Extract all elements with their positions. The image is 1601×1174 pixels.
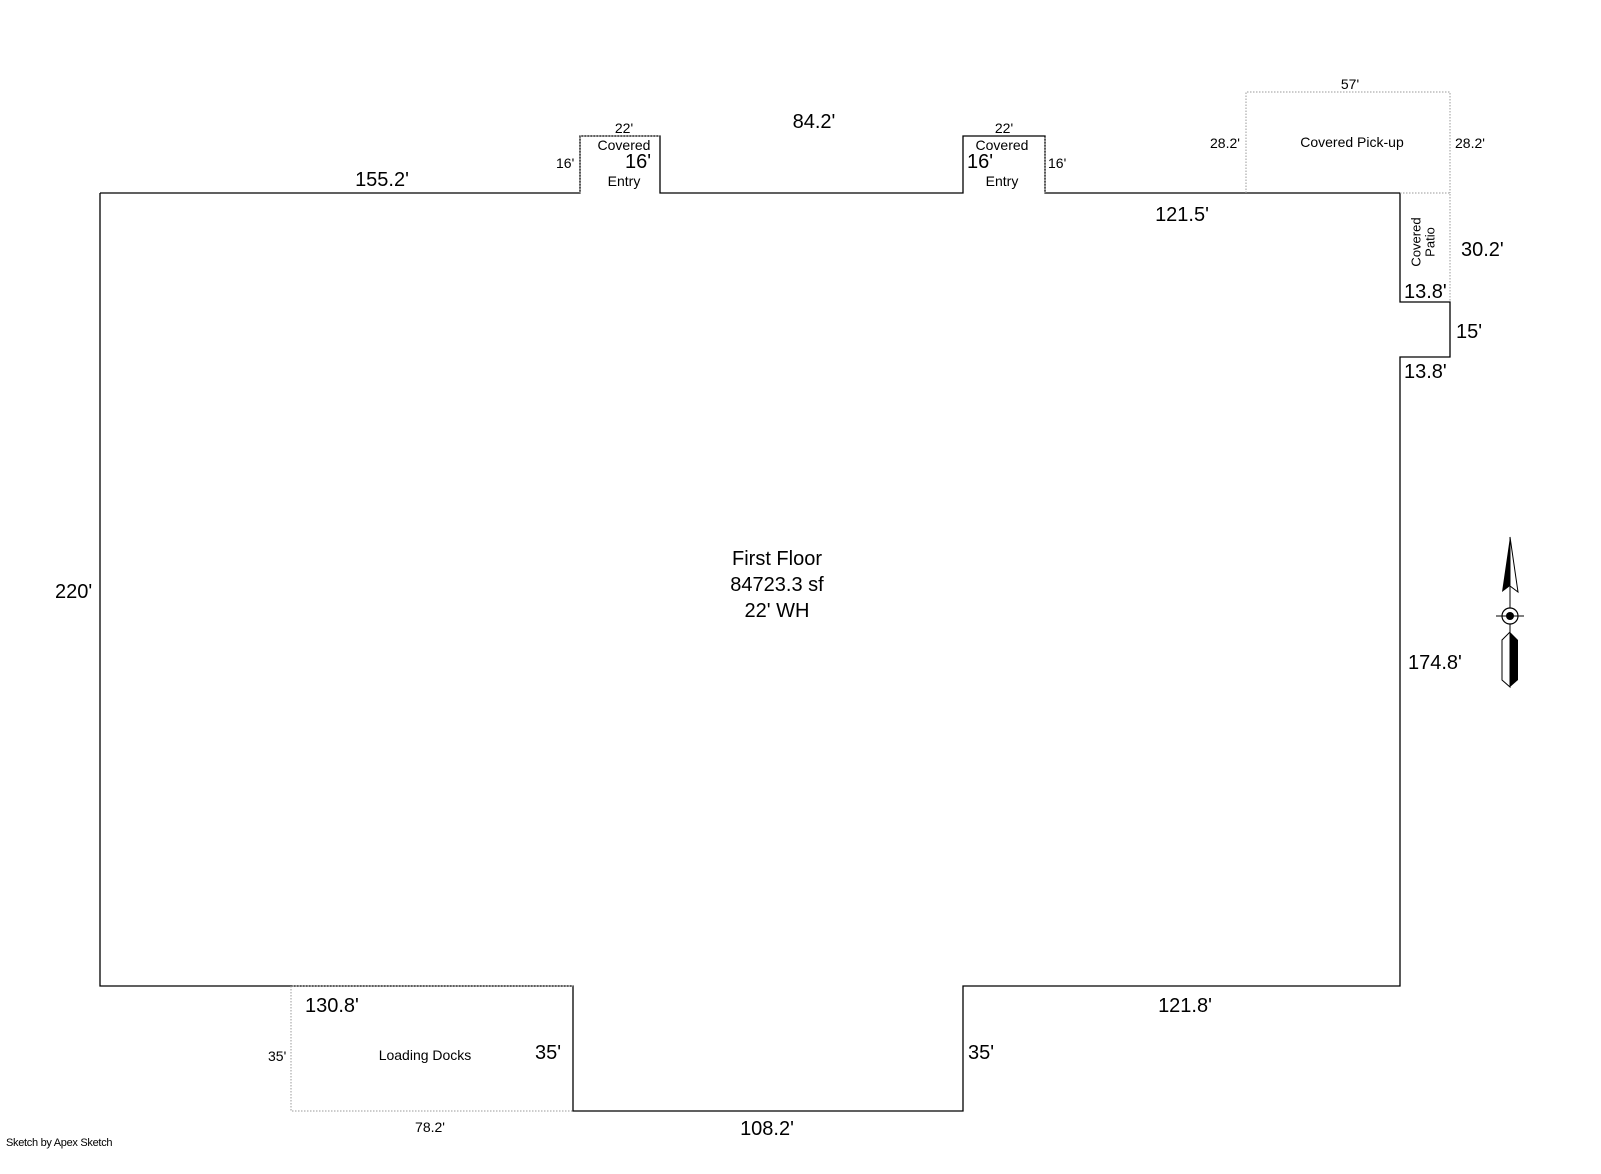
dim-bottom-left: 130.8' xyxy=(305,995,359,1017)
loading-docks-depth: 35' xyxy=(268,1048,287,1064)
covered-entry-left-depth: 16' xyxy=(556,155,575,171)
loading-docks-outline xyxy=(290,985,573,1112)
sketch-credit: Sketch by Apex Sketch xyxy=(6,1137,113,1149)
dim-top-right: 121.5' xyxy=(1155,204,1209,226)
covered-entry-right-label-2: Entry xyxy=(985,173,1019,189)
dim-entry-left-depth: 16' xyxy=(625,151,652,173)
covered-entry-left-label: Covered xyxy=(597,137,651,153)
dim-recess-right: 35' xyxy=(968,1042,995,1064)
covered-patio-label: Covered Patio xyxy=(1408,217,1437,267)
dim-entry-right-depth: 16' xyxy=(967,151,994,173)
area-name: First Floor xyxy=(731,548,822,570)
north-arrow-icon xyxy=(1496,536,1524,689)
covered-patio-label-2: Patio xyxy=(1422,227,1437,257)
first-floor-outline-right xyxy=(99,193,1451,1112)
dim-top-middle: 84.2' xyxy=(792,111,836,133)
dim-right: 174.8' xyxy=(1408,652,1462,674)
loading-docks-label: Loading Docks xyxy=(378,1047,472,1063)
covered-patio-length: 30.2' xyxy=(1461,239,1504,261)
dim-bottom-right: 121.8' xyxy=(1158,995,1212,1017)
covered-entry-right-depth: 16' xyxy=(1048,155,1067,171)
loading-docks-width: 78.2' xyxy=(415,1119,445,1135)
dim-bottom-middle: 108.2' xyxy=(740,1118,794,1140)
dim-notch-side: 15' xyxy=(1456,321,1483,343)
dim-left: 220' xyxy=(55,581,93,603)
dim-notch-top: 13.8' xyxy=(1404,281,1447,303)
area-wall-height: 22' WH xyxy=(744,600,810,622)
covered-pickup-label: Covered Pick-up xyxy=(1300,134,1404,150)
covered-entry-right-label: Covered xyxy=(975,137,1029,153)
covered-entry-left-width: 22' xyxy=(614,120,634,136)
covered-entry-left-label-2: Entry xyxy=(607,173,641,189)
covered-entry-right-width: 22' xyxy=(994,120,1014,136)
dim-recess-left: 35' xyxy=(535,1042,562,1064)
covered-pickup-right-depth: 28.2' xyxy=(1455,135,1485,151)
first-floor-outline xyxy=(100,135,1400,194)
covered-pickup-left-depth: 28.2' xyxy=(1210,135,1240,151)
covered-pickup-width: 57' xyxy=(1340,76,1360,92)
first-floor-label: First Floor 84723.3 sf 22' WH xyxy=(730,546,823,624)
covered-patio-label-1: Covered xyxy=(1408,217,1424,267)
dim-notch-bottom: 13.8' xyxy=(1404,361,1447,383)
dim-top-left: 155.2' xyxy=(355,169,409,191)
covered-pickup-outline xyxy=(1245,91,1451,193)
area-square-footage: 84723.3 sf xyxy=(730,574,824,596)
